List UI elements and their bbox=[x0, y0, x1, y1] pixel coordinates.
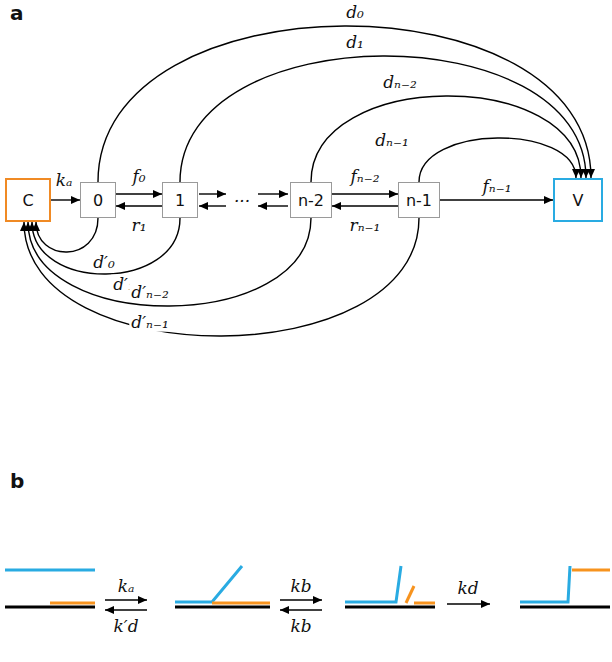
rate-label: d′ₙ₋₁ bbox=[129, 313, 170, 332]
rate-arrow bbox=[51, 199, 80, 200]
state-label: C bbox=[22, 191, 33, 210]
decay-arrow bbox=[32, 218, 180, 274]
rate-label: d′₀ bbox=[91, 253, 117, 272]
rate-label: kₐ bbox=[54, 171, 75, 190]
decay-arrow bbox=[28, 218, 311, 306]
state-label: n-2 bbox=[298, 191, 324, 210]
rate-label: fₙ₋₁ bbox=[481, 177, 514, 196]
rate-label: dₙ₋₁ bbox=[373, 131, 411, 150]
rate-label: f₀ bbox=[130, 167, 147, 186]
strand-illustration bbox=[5, 566, 610, 610]
rate-arrow bbox=[332, 193, 398, 194]
state-box: n-1 bbox=[398, 182, 440, 218]
decay-arrow bbox=[180, 56, 586, 182]
rate-arrow bbox=[332, 205, 398, 206]
decay-arrow bbox=[24, 218, 419, 336]
rate-label: d′ₙ₋₂ bbox=[129, 283, 170, 302]
state-box: 1 bbox=[162, 182, 198, 218]
rate-label: kb bbox=[288, 617, 313, 636]
rate-label: kd bbox=[455, 579, 480, 598]
rate-label: r₁ bbox=[130, 216, 149, 235]
decay-arrow bbox=[36, 218, 98, 252]
compartment-box: C bbox=[5, 178, 51, 222]
state-label: 1 bbox=[175, 191, 185, 210]
state-label: 0 bbox=[93, 191, 103, 210]
rate-label: d₀ bbox=[344, 3, 366, 22]
decay-arrow bbox=[419, 138, 576, 182]
state-label: n-1 bbox=[406, 191, 432, 210]
rate-label: k′d bbox=[111, 617, 140, 636]
rate-arrow bbox=[116, 205, 162, 206]
panel-letter: b bbox=[8, 470, 26, 492]
rate-label: kb bbox=[288, 577, 313, 596]
rate-label: dₙ₋₂ bbox=[381, 73, 419, 92]
rate-label: kₐ bbox=[116, 577, 137, 596]
rate-label: d₁ bbox=[344, 33, 366, 52]
state-box: n-2 bbox=[290, 182, 332, 218]
ellipsis: ... bbox=[232, 187, 252, 206]
panel-letter: a bbox=[8, 2, 26, 24]
rate-label: fₙ₋₂ bbox=[349, 167, 382, 186]
rate-arrow bbox=[116, 193, 162, 194]
state-box: 0 bbox=[80, 182, 116, 218]
decay-arrow bbox=[98, 26, 591, 182]
state-label: V bbox=[573, 191, 584, 210]
rate-arrow bbox=[440, 199, 553, 200]
compartment-box: V bbox=[553, 178, 603, 222]
rate-label: rₙ₋₁ bbox=[348, 216, 383, 235]
